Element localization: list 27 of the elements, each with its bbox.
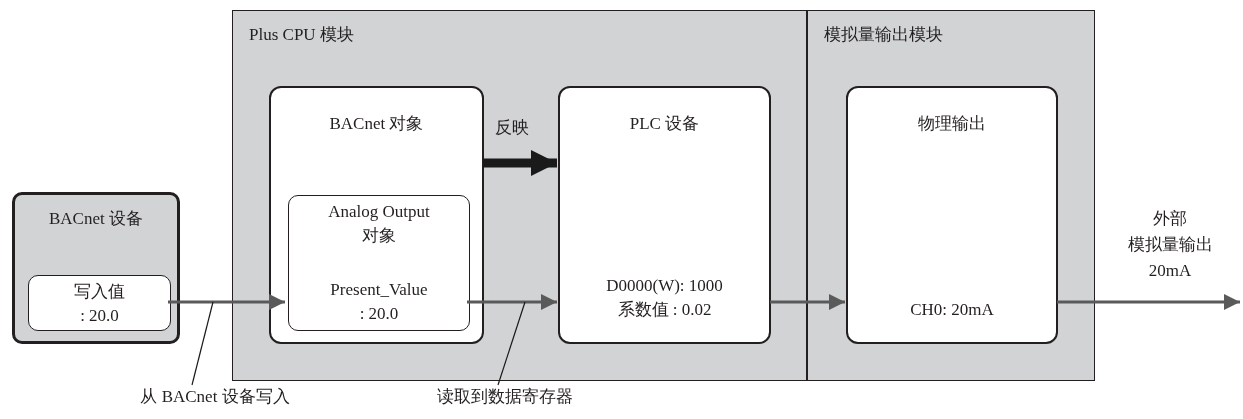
process-box <box>558 86 771 344</box>
arrow <box>168 294 285 310</box>
process-box <box>846 86 1058 344</box>
module-panel <box>807 10 1095 381</box>
process-box <box>269 86 484 344</box>
leader-label: 读取到数据寄存器 <box>437 386 573 408</box>
module-panel <box>232 10 807 381</box>
arrow <box>770 294 845 310</box>
leader-line <box>497 301 526 386</box>
arrow <box>467 294 557 310</box>
node-title: 物理输出 <box>918 113 986 135</box>
arrow <box>483 150 557 176</box>
leader-line <box>191 301 214 386</box>
object-box <box>28 275 171 331</box>
node-value: Present_Value : 20.0 <box>329 279 429 325</box>
node-title: BACnet 对象 <box>329 113 424 135</box>
output-label: 外部模拟量输出 20mA <box>1127 209 1213 280</box>
node-title: Plus CPU 模块 <box>249 24 354 46</box>
node-value: 写入值 : 20.0 <box>73 281 126 327</box>
node-title: PLC 设备 <box>629 113 700 135</box>
arrow <box>1057 294 1240 310</box>
node-title: Analog Output 对象 <box>327 201 431 247</box>
node-title: BACnet 设备 <box>49 208 143 230</box>
node-title: 模拟量输出模块 <box>824 24 943 46</box>
device-box <box>12 192 180 344</box>
object-box <box>288 195 470 331</box>
leader-label: 从 BACnet 设备写入 <box>140 386 290 408</box>
